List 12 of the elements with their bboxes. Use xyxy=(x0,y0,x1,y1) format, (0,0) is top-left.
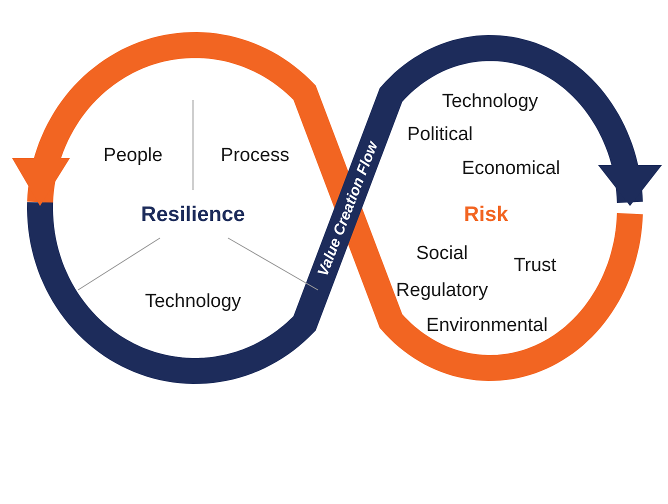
factor-label: Technology xyxy=(442,91,538,113)
factor-label: Process xyxy=(220,145,290,167)
factor-label: Economical xyxy=(462,158,560,180)
factor-label: Trust xyxy=(514,255,556,277)
factor-label: Political xyxy=(407,124,473,146)
factor-label: Social xyxy=(416,243,468,265)
center-label: Resilience xyxy=(141,203,245,227)
factor-label: Environmental xyxy=(426,315,548,337)
factor-label: Technology xyxy=(144,291,242,313)
factor-label: People xyxy=(103,145,163,167)
factor-label: Regulatory xyxy=(396,280,488,302)
center-label: Risk xyxy=(464,203,508,227)
